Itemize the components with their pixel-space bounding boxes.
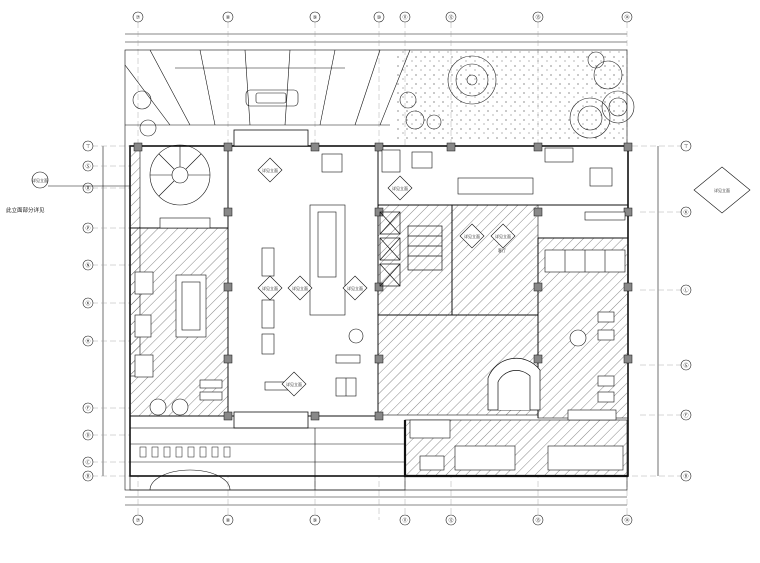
lobby-furniture	[261, 204, 364, 397]
bottom-landscape	[129, 427, 406, 491]
spiral-stair	[149, 144, 211, 206]
left-callout	[31, 171, 130, 189]
svg-text:⑧: ⑧	[226, 15, 231, 21]
svg-text:⑦: ⑦	[136, 518, 141, 524]
svg-text:⑨: ⑨	[313, 518, 317, 524]
garden-trees	[132, 51, 635, 139]
dining-furniture	[134, 217, 223, 416]
svg-text:⑪: ⑪	[402, 14, 407, 21]
curved-stair	[487, 357, 541, 411]
svg-text:Ⓟ: Ⓟ	[85, 225, 90, 232]
grid-labels-bottom: ⑦ ⑧ ⑨ ⑪ ⑫ ⑬ ⑭	[136, 517, 630, 524]
svg-text:⑪: ⑪	[402, 517, 407, 524]
service-rooms	[409, 409, 624, 471]
room-label: 客厅	[498, 247, 506, 253]
svg-text:⑨: ⑨	[313, 15, 317, 21]
grid-bubbles-top	[132, 11, 633, 23]
garden-dotted-area	[395, 50, 627, 140]
svg-text:Ⓑ: Ⓑ	[85, 473, 90, 480]
svg-text:Ⓕ: Ⓕ	[683, 412, 688, 419]
svg-text:⊤: ⊤	[86, 144, 90, 150]
grid-labels-top: ⑦ ⑧ ⑨ ⑩ ⑪ ⑫ ⑬ ⑭	[136, 14, 630, 21]
svg-text:Ⓚ: Ⓚ	[85, 300, 90, 307]
svg-text:详见立面: 详见立面	[262, 167, 278, 173]
svg-text:⑫: ⑫	[448, 14, 453, 21]
svg-text:⊤: ⊤	[684, 144, 688, 150]
gym-equipment	[544, 249, 626, 403]
svg-text:详见立面: 详见立面	[495, 233, 511, 239]
svg-text:Ⓑ: Ⓑ	[683, 473, 688, 480]
left-callout-label: 详见立面	[32, 177, 48, 183]
svg-text:Ⓚ: Ⓚ	[683, 209, 688, 216]
svg-text:Ⓕ: Ⓕ	[85, 405, 90, 412]
svg-text:Ⓝ: Ⓝ	[85, 262, 90, 269]
entrance-doors	[233, 129, 309, 429]
bottom-seat-row	[139, 446, 231, 458]
svg-text:Ⓓ: Ⓓ	[85, 432, 90, 439]
svg-text:详见立面: 详见立面	[347, 285, 363, 291]
svg-text:⑩: ⑩	[377, 15, 382, 21]
svg-text:详见立面: 详见立面	[464, 233, 480, 239]
grid-bubbles-left	[82, 140, 94, 482]
svg-text:Ⓛ: Ⓛ	[683, 287, 688, 294]
svg-text:Ⓗ: Ⓗ	[85, 338, 90, 345]
svg-text:⑬: ⑬	[535, 14, 540, 21]
elevator-core	[379, 211, 443, 287]
svg-text:⑭: ⑭	[624, 14, 629, 21]
grid-labels-left: ⊤ Ⓢ Ⓡ Ⓟ Ⓝ Ⓚ Ⓗ Ⓕ Ⓓ Ⓒ Ⓑ	[85, 144, 90, 480]
svg-text:详见立面: 详见立面	[292, 285, 308, 291]
grid-labels-right: ⊤ Ⓚ Ⓛ Ⓖ Ⓕ Ⓑ	[683, 144, 688, 480]
elevation-tag-labels: 详见立面 详见立面 详见立面 详见立面 详见立面 详见立面 详见立面 详见立面 …	[262, 167, 730, 387]
svg-text:详见立面: 详见立面	[714, 187, 730, 193]
svg-text:⑬: ⑬	[535, 517, 540, 524]
svg-text:Ⓖ: Ⓖ	[683, 362, 688, 369]
elevation-tags	[257, 157, 751, 397]
svg-text:⑦: ⑦	[136, 15, 141, 21]
svg-text:Ⓢ: Ⓢ	[85, 163, 90, 170]
svg-text:Ⓒ: Ⓒ	[85, 459, 90, 466]
grid-bubbles-right	[680, 140, 692, 482]
svg-text:⑧: ⑧	[226, 518, 231, 524]
grid-bubbles-bottom	[132, 514, 633, 526]
svg-text:详见立面: 详见立面	[286, 381, 302, 387]
dimension-frame	[102, 33, 659, 506]
svg-text:⑫: ⑫	[448, 517, 453, 524]
svg-text:⑭: ⑭	[624, 517, 629, 524]
reception-furniture	[321, 147, 626, 221]
left-note: 此立面部分详见	[6, 206, 45, 214]
svg-text:详见立面: 详见立面	[262, 285, 278, 291]
structural-columns	[133, 142, 633, 421]
svg-text:详见立面: 详见立面	[392, 185, 408, 191]
svg-text:Ⓡ: Ⓡ	[85, 185, 90, 192]
